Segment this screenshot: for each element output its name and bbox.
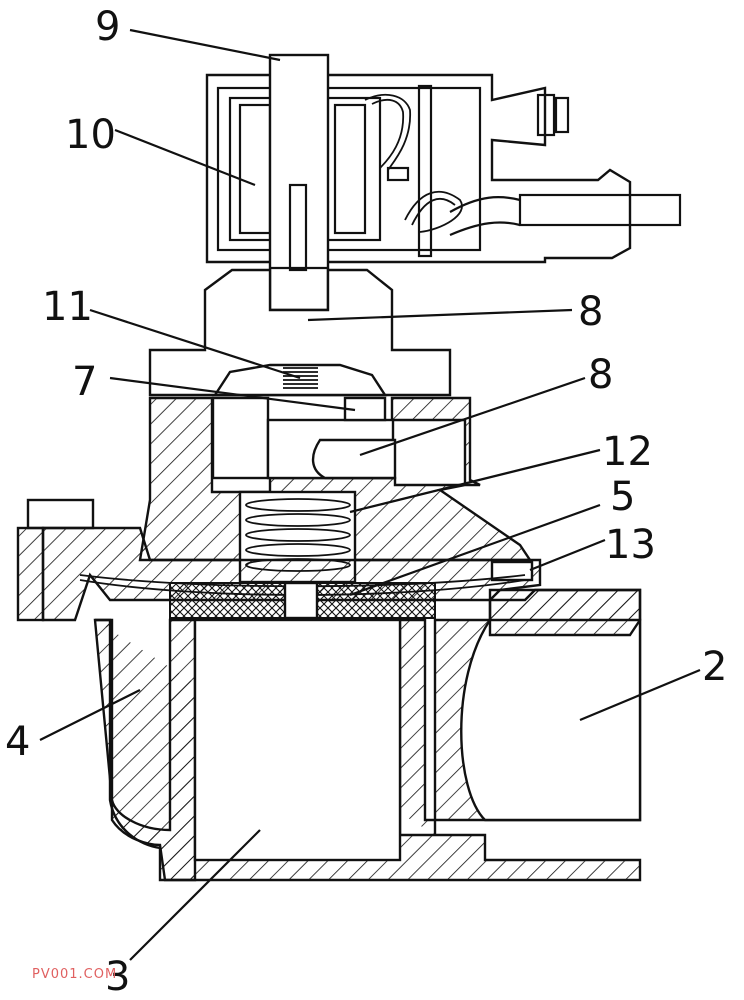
valve-body-lower (93, 588, 642, 882)
label-5: 5 (610, 474, 635, 520)
part-labels: 9 10 11 8 7 8 12 5 13 2 4 3 (5, 4, 727, 1000)
label-8-lower: 8 (588, 352, 613, 398)
watermark-text: PV001.COM (32, 967, 117, 982)
label-3: 3 (105, 954, 130, 1000)
label-9: 9 (95, 4, 120, 50)
label-2: 2 (702, 644, 727, 690)
label-7: 7 (72, 359, 97, 405)
label-12: 12 (602, 429, 653, 475)
leader-lines (39, 28, 701, 961)
valve-body-upper (138, 396, 533, 562)
label-4: 4 (5, 719, 30, 765)
label-10: 10 (65, 112, 116, 158)
label-11: 11 (42, 284, 93, 330)
label-13: 13 (605, 522, 656, 568)
label-8-upper: 8 (578, 289, 603, 335)
pilot-head (148, 268, 452, 397)
plunger-armature (268, 53, 330, 344)
